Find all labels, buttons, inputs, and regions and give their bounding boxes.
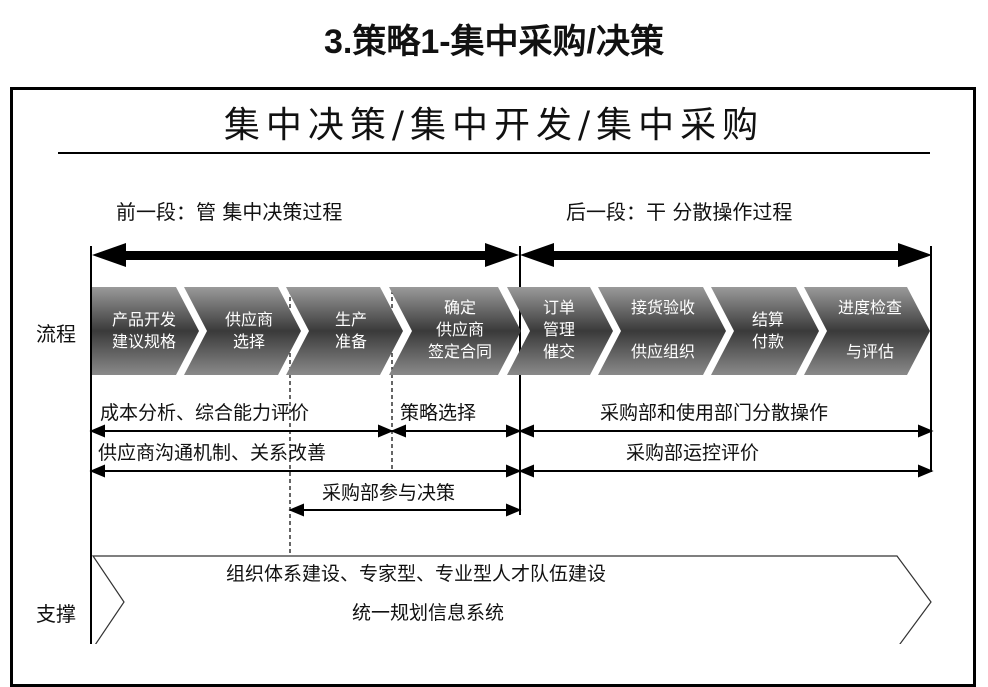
step-6-line1: 接货验收 — [630, 298, 695, 317]
chevron-step-3 — [286, 287, 403, 375]
chevron-step-4 — [389, 287, 521, 375]
slide-title: 3.策略1-集中采购/决策 — [323, 23, 665, 61]
label-dept-ops: 采购部和使用部门分散操作 — [600, 402, 829, 424]
label-dept-eval: 采购部运控评价 — [626, 442, 760, 464]
step-3-line1: 生产 — [334, 310, 367, 329]
step-8-line1: 进度检查 — [837, 298, 902, 317]
chevron-step-6 — [598, 287, 726, 375]
phase-arrow-front — [92, 243, 519, 267]
step-5-line1: 订单 — [542, 298, 575, 317]
chevron-step-7 — [711, 287, 819, 375]
chevron-step-5 — [507, 287, 613, 375]
step-2-line2: 选择 — [232, 332, 265, 351]
step-1-line1: 产品开发 — [111, 310, 176, 329]
step-8-line3: 与评估 — [845, 342, 894, 361]
diagram-heading: 集中决策/集中开发/集中采购 — [223, 105, 765, 146]
process-diagram — [89, 243, 934, 644]
step-2-text: 供应商 选择 — [206, 309, 292, 353]
step-6-line2 — [618, 319, 708, 341]
heading-rule — [58, 152, 930, 154]
label-supplier-comm: 供应商沟通机制、关系改善 — [98, 442, 327, 464]
step-3-text: 生产 准备 — [308, 309, 394, 353]
chevron-step-2 — [184, 287, 301, 375]
step-4-line1: 确定 — [443, 298, 476, 317]
step-8-line2 — [822, 319, 918, 341]
chevron-step-8 — [804, 287, 930, 375]
step-5-line2: 管理 — [542, 320, 575, 339]
step-4-text: 确定 供应商 签定合同 — [410, 297, 510, 363]
support-it-label: 统一规划信息系统 — [352, 602, 505, 624]
step-5-line3: 催交 — [542, 342, 575, 361]
step-6-text: 接货验收 供应组织 — [618, 297, 708, 363]
step-3-line2: 准备 — [334, 332, 367, 351]
phase-front-label: 前一段：管 集中决策过程 — [116, 200, 343, 224]
step-8-text: 进度检查 与评估 — [822, 297, 918, 363]
chevron-step-1 — [92, 287, 199, 375]
step-1-text: 产品开发 建议规格 — [96, 309, 192, 353]
support-chevron — [91, 555, 932, 644]
step-2-line1: 供应商 — [224, 310, 273, 329]
label-dept-decision: 采购部参与决策 — [322, 482, 456, 504]
support-row-label: 支撑 — [36, 602, 76, 626]
step-6-line3: 供应组织 — [630, 342, 695, 361]
step-7-text: 结算 付款 — [728, 309, 808, 353]
step-1-line2: 建议规格 — [111, 332, 176, 351]
chevron-row — [92, 287, 930, 375]
step-5-text: 订单 管理 催交 — [526, 297, 592, 363]
phase-arrow-back — [520, 243, 932, 267]
step-7-line1: 结算 — [751, 310, 784, 329]
phase-back-label: 后一段：干 分散操作过程 — [566, 200, 793, 224]
label-cost-analysis: 成本分析、综合能力评价 — [100, 402, 310, 424]
step-4-line2: 供应商 — [435, 320, 484, 339]
label-strategy-select: 策略选择 — [400, 402, 477, 424]
process-row-label: 流程 — [36, 322, 76, 346]
step-7-line2: 付款 — [751, 332, 784, 351]
step-4-line3: 签定合同 — [427, 342, 492, 361]
support-org-label: 组织体系建设、专家型、专业型人才队伍建设 — [226, 563, 607, 585]
